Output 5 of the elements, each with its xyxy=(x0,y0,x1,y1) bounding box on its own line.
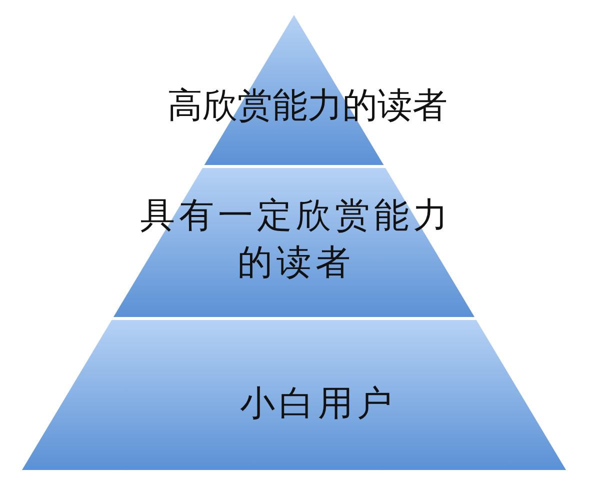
pyramid-tier xyxy=(22,320,566,470)
pyramid-tier xyxy=(113,168,476,317)
tier-label: 高欣赏能力的读者 xyxy=(168,85,448,127)
tier-label: 小白用户 xyxy=(240,383,396,425)
tier-label: 具有一定欣赏能力的读者 xyxy=(139,195,453,284)
